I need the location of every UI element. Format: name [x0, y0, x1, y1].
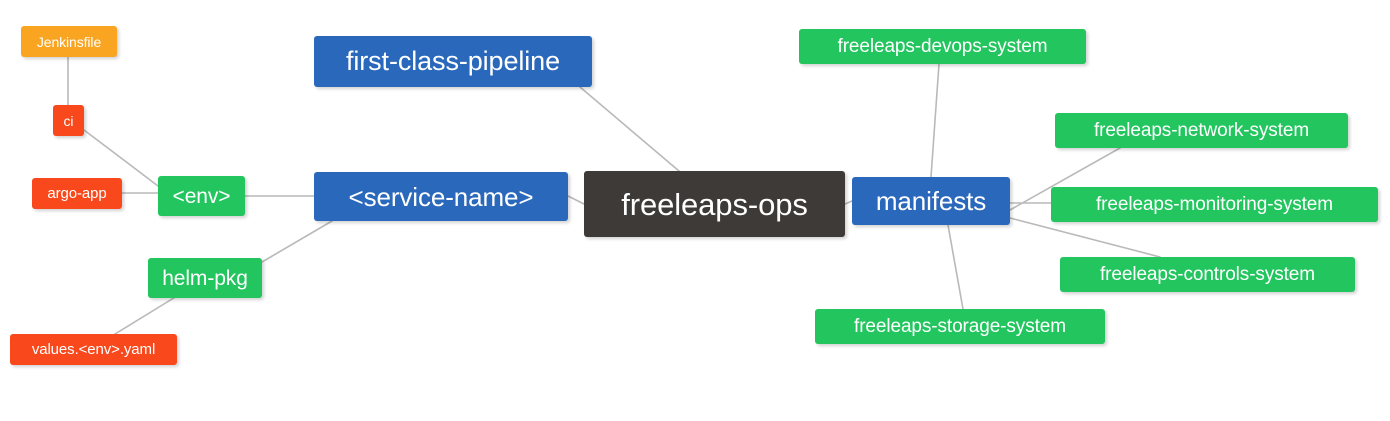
- node-label: freeleaps-storage-system: [854, 316, 1066, 337]
- edge-manifests-controls: [1009, 217, 1161, 258]
- edge-env-ci: [83, 129, 159, 187]
- node-controls-system[interactable]: freeleaps-controls-system: [1060, 257, 1355, 292]
- node-label: freeleaps-ops: [621, 186, 808, 222]
- node-label: manifests: [875, 186, 987, 216]
- edge-root-manifests: [844, 200, 853, 205]
- node-label: helm-pkg: [162, 266, 248, 290]
- node-root[interactable]: freeleaps-ops: [584, 171, 845, 237]
- node-values-yaml[interactable]: values.<env>.yaml: [10, 334, 177, 365]
- edge-manifests-network: [1009, 147, 1121, 211]
- node-label: argo-app: [47, 185, 107, 202]
- node-label: ci: [63, 112, 74, 129]
- node-label: first-class-pipeline: [345, 46, 561, 76]
- edge-root-pipeline: [579, 86, 680, 172]
- node-argo-app[interactable]: argo-app: [32, 178, 122, 209]
- node-ci[interactable]: ci: [53, 105, 84, 136]
- node-first-class-pipeline[interactable]: first-class-pipeline: [314, 36, 592, 87]
- node-jenkinsfile[interactable]: Jenkinsfile: [21, 26, 117, 57]
- node-monitoring-system[interactable]: freeleaps-monitoring-system: [1051, 187, 1378, 222]
- edge-helm-values: [114, 295, 178, 335]
- node-label: freeleaps-network-system: [1093, 120, 1310, 141]
- node-devops-system[interactable]: freeleaps-devops-system: [799, 29, 1086, 64]
- node-label: <service-name>: [348, 181, 534, 212]
- node-label: freeleaps-controls-system: [1099, 264, 1316, 285]
- node-helm-pkg[interactable]: helm-pkg: [148, 258, 262, 298]
- edge-manifests-storage: [947, 224, 964, 310]
- node-env[interactable]: <env>: [158, 176, 245, 216]
- node-manifests[interactable]: manifests: [852, 177, 1010, 225]
- node-network-system[interactable]: freeleaps-network-system: [1055, 113, 1348, 148]
- node-service-name[interactable]: <service-name>: [314, 172, 568, 221]
- node-storage-system[interactable]: freeleaps-storage-system: [815, 309, 1105, 344]
- edge-service-helm: [261, 220, 333, 263]
- node-label: freeleaps-devops-system: [837, 36, 1048, 57]
- node-label: <env>: [172, 184, 231, 208]
- edge-manifests-devops: [930, 63, 940, 178]
- node-label: freeleaps-monitoring-system: [1096, 194, 1333, 215]
- edge-root-service: [567, 195, 585, 205]
- node-label: Jenkinsfile: [36, 33, 102, 50]
- node-label: values.<env>.yaml: [31, 341, 156, 358]
